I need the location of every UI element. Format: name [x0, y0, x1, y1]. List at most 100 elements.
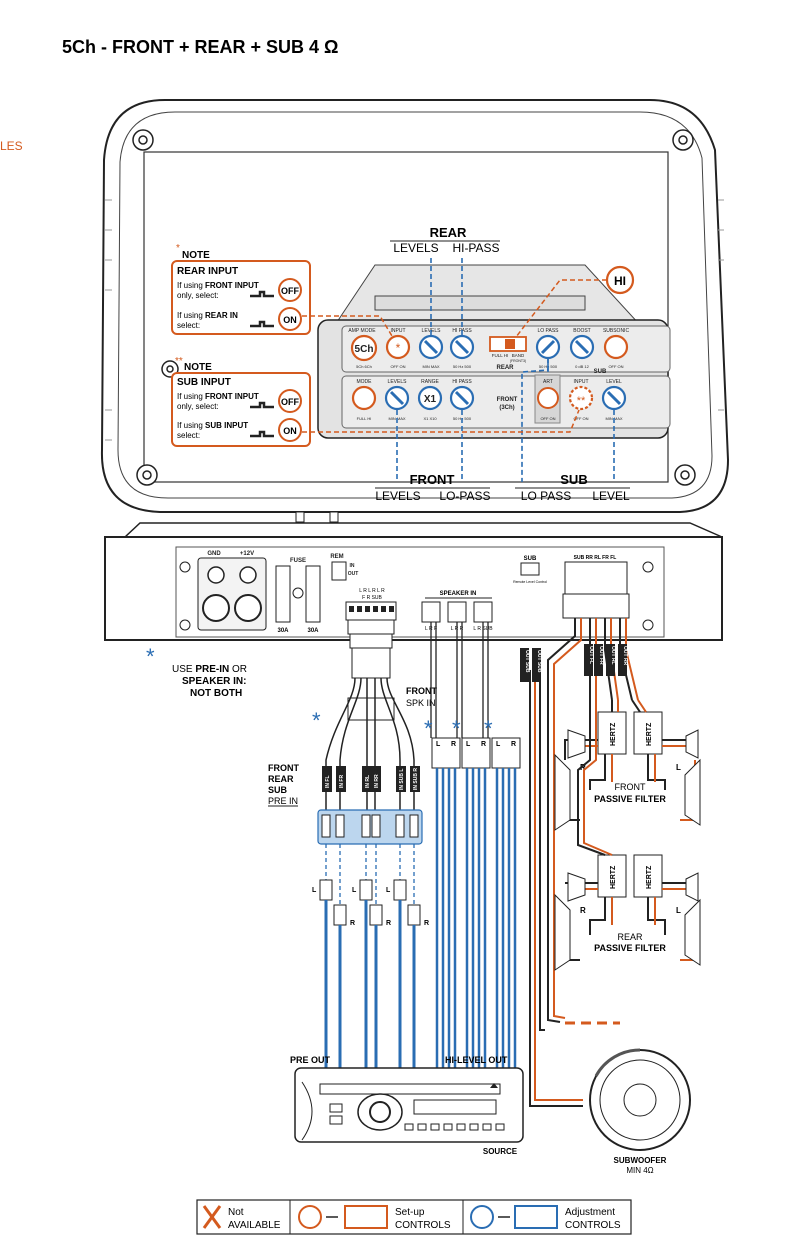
sub-footer: SUB LO PASS LEVEL [515, 358, 630, 503]
sub-lopass-caption: LO PASS [521, 489, 571, 503]
sub-section-label: SUB [594, 369, 607, 375]
rca-harness [347, 619, 395, 721]
svg-text:R: R [580, 763, 586, 772]
svg-text:L: L [496, 741, 501, 748]
svg-text:*: * [176, 243, 180, 254]
band-front-label: (FRONT3) [510, 359, 526, 363]
subsonic-label: SUBSONIC [603, 328, 630, 334]
rear-passive-filter: HERTZ HERTZ R L REAR PASSIVE FILTER [554, 699, 701, 971]
band-options: FULL HI [492, 353, 509, 358]
tag-out-sub-1: OUT SUB [524, 650, 530, 673]
diagram-title: 5Ch - FRONT + REAR + SUB 4 Ω [62, 37, 338, 57]
boost-options: 0 dB 12 [575, 364, 590, 369]
svg-text:L: L [676, 906, 681, 915]
rca-channel-labels: L R L R L R [359, 588, 385, 594]
svg-text:L: L [312, 887, 317, 894]
rear-filter-brand-2: HERTZ [646, 865, 653, 889]
svg-text:only, select:: only, select: [177, 291, 219, 300]
art-switch[interactable] [537, 387, 559, 409]
sub-remote-small: Remote Level Control [513, 580, 547, 584]
setup-switch-icon [344, 1205, 388, 1229]
svg-text:FRONT: FRONT [268, 763, 299, 773]
legend-not-available-1: Not [228, 1207, 244, 1218]
svg-text:R: R [386, 920, 391, 927]
front-range-switch[interactable] [417, 385, 443, 411]
rca-plugs [319, 879, 421, 926]
rear-input-star: * [396, 341, 401, 355]
svg-text:ON: ON [283, 426, 297, 436]
svg-text:R: R [481, 741, 486, 748]
rear-levels-caption: LEVELS [393, 241, 438, 255]
front-mode-label: MODE [357, 379, 373, 385]
svg-text:If using FRONT INPUT: If using FRONT INPUT [177, 281, 259, 290]
svg-text:R: R [424, 920, 429, 927]
subwoofer-impedance: MIN 4Ω [626, 1166, 653, 1175]
front-mode-switch[interactable] [351, 385, 377, 411]
sub-remote-port[interactable] [520, 562, 540, 576]
svg-text:R: R [451, 741, 456, 748]
side-fragment: LES [0, 139, 23, 153]
front-passive-filter: HERTZ HERTZ R L FRONT PASSIVE FILTER [554, 711, 701, 831]
amp-mode-value: 5Ch [355, 344, 374, 355]
svg-text:REAR INPUT: REAR INPUT [177, 266, 238, 277]
hi-level-wires [435, 768, 517, 1068]
rear-input-switch[interactable] [385, 334, 411, 360]
in-label: IN [350, 563, 355, 569]
front-hipass-label: HI PASS [452, 379, 472, 385]
svg-text:*: * [146, 644, 155, 669]
svg-text:only, select:: only, select: [177, 402, 219, 411]
front-spk-in-line1: FRONT [406, 686, 437, 696]
subsonic-switch[interactable] [603, 334, 629, 360]
hi-level-out-label: HI-LEVEL OUT [445, 1055, 508, 1065]
svg-text:L: L [436, 741, 441, 748]
svg-text:**: ** [175, 356, 183, 367]
svg-text:NOTE: NOTE [184, 362, 212, 373]
pre-in-speaker-in-note: * USE PRE-IN OR SPEAKER IN: NOT BOTH [146, 644, 247, 699]
12v-label: +12V [240, 551, 254, 557]
sub-input-star: ** [577, 395, 586, 407]
svg-text:PRE IN: PRE IN [268, 796, 298, 806]
front-levels-label: LEVELS [388, 379, 408, 385]
sub-remote-label: SUB [524, 556, 537, 562]
tag-out-rl: OUT RL [610, 646, 616, 665]
rear-filter-label-1: REAR [617, 932, 643, 942]
rear-filter-brand-1: HERTZ [610, 865, 617, 889]
sub-input-switch[interactable] [568, 385, 594, 411]
rem-label: REM [330, 554, 343, 560]
sub-input-note: ** NOTE SUB INPUT If using FRONT INPUT o… [171, 356, 580, 447]
pre-out-cables [324, 900, 416, 1068]
amp-mode-knob[interactable] [350, 334, 378, 362]
svg-text:L: L [386, 887, 391, 894]
tag-in-rr: IN RR [374, 774, 380, 788]
front-levels-caption: LEVELS [375, 489, 420, 503]
adjust-switch-icon [514, 1205, 558, 1229]
not-available-icon [202, 1205, 222, 1229]
sub-level-label: LEVEL [606, 379, 622, 385]
tag-out-fr: OUT FR [598, 646, 604, 665]
rca-input-tags: IN FL IN FR IN RL IN RR IN SUB L IN SUB … [322, 766, 420, 792]
setup-knob-icon [298, 1205, 322, 1229]
legend-adjust-1: Adjustment [565, 1207, 615, 1218]
svg-text:If using REAR IN: If using REAR IN [177, 311, 238, 320]
svg-text:NOTE: NOTE [182, 250, 210, 261]
sub-level-caption: LEVEL [592, 489, 630, 503]
svg-text:NOT BOTH: NOT BOTH [190, 688, 242, 699]
tag-in-fl: IN FL [325, 776, 331, 789]
svg-text:HI: HI [614, 274, 626, 288]
rear-header: REAR LEVELS HI-PASS [390, 225, 500, 336]
svg-text:*: * [424, 716, 433, 741]
adjust-knob-icon [470, 1205, 494, 1229]
svg-text:R: R [580, 906, 586, 915]
tag-in-sub-l: IN SUB L [399, 769, 405, 790]
tag-in-sub-r: IN SUB R [413, 768, 419, 790]
tag-out-fl: OUT FL [588, 646, 594, 664]
rear-levels-options: MIN MAX [422, 364, 439, 369]
fuse1-value: 30A [277, 628, 289, 634]
front-filter-brand-1: HERTZ [610, 722, 617, 746]
svg-text:SUB: SUB [268, 785, 288, 795]
svg-text:R: R [511, 741, 516, 748]
rear-input-label: INPUT [391, 328, 406, 334]
pre-in-legend: FRONT REAR SUB PRE IN [268, 763, 299, 807]
